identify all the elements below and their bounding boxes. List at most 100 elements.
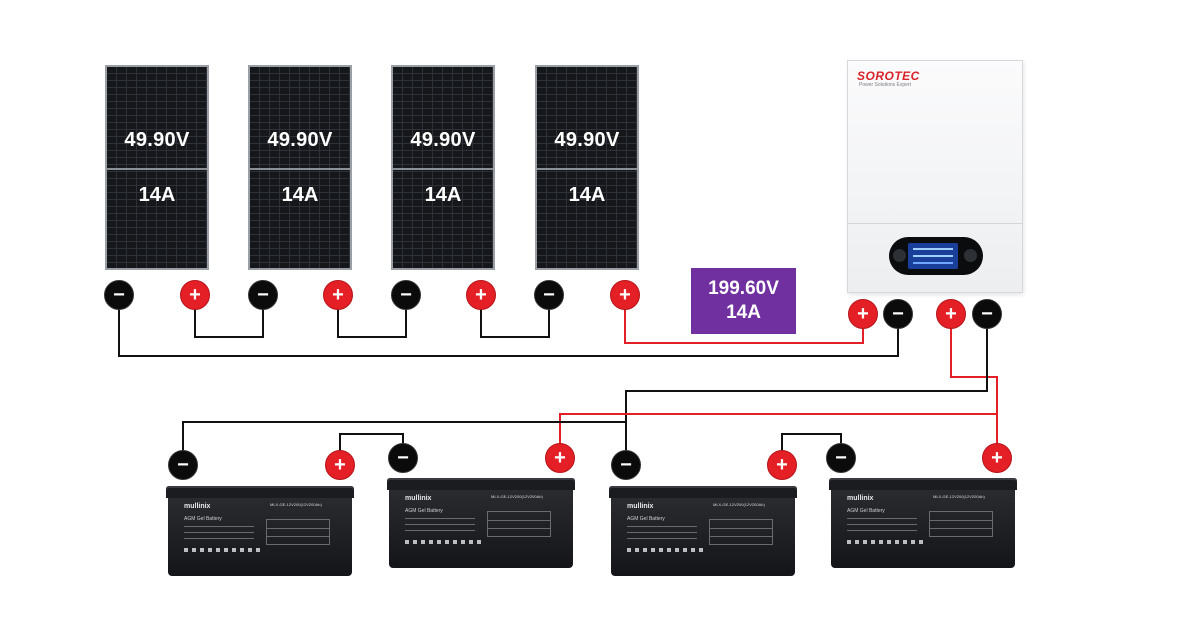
inverter-button-icon	[893, 249, 906, 262]
battery-model: MLX-GE-12V200(12V200Ah)	[270, 502, 322, 507]
battery-warning-icons	[405, 540, 485, 544]
array-total-label: 199.60V 14A	[691, 268, 796, 334]
inverter-pv-negative-terminal: −	[883, 299, 913, 329]
inverter-battery-negative-terminal: −	[972, 299, 1002, 329]
panel-current: 14A	[138, 184, 176, 206]
panel-current: 14A	[424, 184, 462, 206]
array-negative-wire	[118, 295, 899, 357]
panel-seam	[107, 168, 207, 170]
battery-label-line	[627, 532, 697, 533]
inverter-button-icon	[964, 249, 977, 262]
panel-cells	[537, 67, 637, 268]
panel-2-positive-terminal: +	[323, 280, 353, 310]
panel-4-negative-terminal: −	[534, 280, 564, 310]
panel-voltage: 49.90V	[267, 129, 333, 151]
battery-2-negative-terminal: −	[388, 443, 418, 473]
panel-cells	[107, 67, 207, 268]
solar-panel-2: 49.90V 14A	[248, 65, 352, 270]
battery-1: mullinix MLX-GE-12V200(12V200Ah) AGM Gel…	[166, 486, 354, 576]
battery-brand-logo: mullinix	[847, 495, 874, 502]
battery-lid	[829, 478, 1017, 490]
battery-case	[831, 490, 1015, 568]
inverter-lcd-screen	[908, 243, 958, 269]
inverter: SOROTEC Power Solutions Expert	[847, 60, 1023, 293]
battery-label-line	[847, 530, 917, 531]
panel-3-positive-terminal: +	[466, 280, 496, 310]
battery-label-line	[405, 518, 475, 519]
battery-negative-main	[625, 314, 988, 465]
battery-4: mullinix MLX-GE-12V200(12V200Ah) AGM Gel…	[829, 478, 1017, 568]
panel-2-negative-terminal: −	[248, 280, 278, 310]
panel-cells	[393, 67, 493, 268]
battery-spec-table	[709, 519, 773, 545]
battery-label-line	[847, 524, 917, 525]
battery-type: AGM Gel Battery	[847, 508, 885, 514]
battery-type: AGM Gel Battery	[405, 508, 443, 514]
battery-case	[389, 490, 573, 568]
battery-2-positive-terminal: +	[545, 443, 575, 473]
battery-case	[168, 498, 352, 576]
battery-lid	[609, 486, 797, 498]
inverter-pv-positive-terminal: +	[848, 299, 878, 329]
jumper-p3-p4	[480, 295, 550, 338]
battery-label-line	[184, 532, 254, 533]
battery-model: MLX-GE-12V200(12V200Ah)	[713, 502, 765, 507]
battery-label-line	[184, 526, 254, 527]
panel-seam	[537, 168, 637, 170]
battery-warning-icons	[627, 548, 707, 552]
battery-type: AGM Gel Battery	[184, 516, 222, 522]
panel-seam	[250, 168, 350, 170]
inverter-battery-positive-terminal: +	[936, 299, 966, 329]
battery-lid	[166, 486, 354, 498]
jumper-p1-p2	[194, 295, 264, 338]
battery-brand-logo: mullinix	[184, 503, 211, 510]
battery-model: MLX-GE-12V200(12V200Ah)	[491, 494, 543, 499]
panel-cells	[250, 67, 350, 268]
battery-3-positive-terminal: +	[767, 450, 797, 480]
inverter-display	[889, 237, 983, 275]
panel-current: 14A	[568, 184, 606, 206]
battery-spec-table	[487, 511, 551, 537]
inverter-tagline: Power Solutions Expert	[859, 82, 911, 88]
panel-1-positive-terminal: +	[180, 280, 210, 310]
solar-panel-4: 49.90V 14A	[535, 65, 639, 270]
battery-label-line	[405, 530, 475, 531]
battery-spec-table	[929, 511, 993, 537]
battery-4-negative-terminal: −	[826, 443, 856, 473]
battery-3: mullinix MLX-GE-12V200(12V200Ah) AGM Gel…	[609, 486, 797, 576]
battery-4-positive-terminal: +	[982, 443, 1012, 473]
panel-4-positive-terminal: +	[610, 280, 640, 310]
battery-label-line	[627, 526, 697, 527]
battery-warning-icons	[184, 548, 264, 552]
battery-lid	[387, 478, 575, 490]
solar-panel-3: 49.90V 14A	[391, 65, 495, 270]
battery-model: MLX-GE-12V200(12V200Ah)	[933, 494, 985, 499]
jumper-p2-p3	[337, 295, 407, 338]
battery-type: AGM Gel Battery	[627, 516, 665, 522]
panel-3-negative-terminal: −	[391, 280, 421, 310]
battery-label-line	[627, 538, 697, 539]
battery-positive-main	[950, 314, 998, 458]
battery-label-line	[847, 518, 917, 519]
battery-spec-table	[266, 519, 330, 545]
panel-seam	[393, 168, 493, 170]
battery-warning-icons	[847, 540, 927, 544]
panel-voltage: 49.90V	[410, 129, 476, 151]
panel-1-negative-terminal: −	[104, 280, 134, 310]
battery-brand-logo: mullinix	[627, 503, 654, 510]
panel-voltage: 49.90V	[124, 129, 190, 151]
solar-panel-1: 49.90V 14A	[105, 65, 209, 270]
battery-1-positive-terminal: +	[325, 450, 355, 480]
battery-label-line	[405, 524, 475, 525]
panel-voltage: 49.90V	[554, 129, 620, 151]
array-total-voltage: 199.60V	[708, 278, 779, 299]
battery-2: mullinix MLX-GE-12V200(12V200Ah) AGM Gel…	[387, 478, 575, 568]
inverter-panel-divider	[848, 223, 1022, 224]
array-total-current: 14A	[726, 302, 761, 323]
panel-current: 14A	[281, 184, 319, 206]
battery-3-negative-terminal: −	[611, 450, 641, 480]
battery-case	[611, 498, 795, 576]
battery-1-negative-terminal: −	[168, 450, 198, 480]
battery-label-line	[184, 538, 254, 539]
